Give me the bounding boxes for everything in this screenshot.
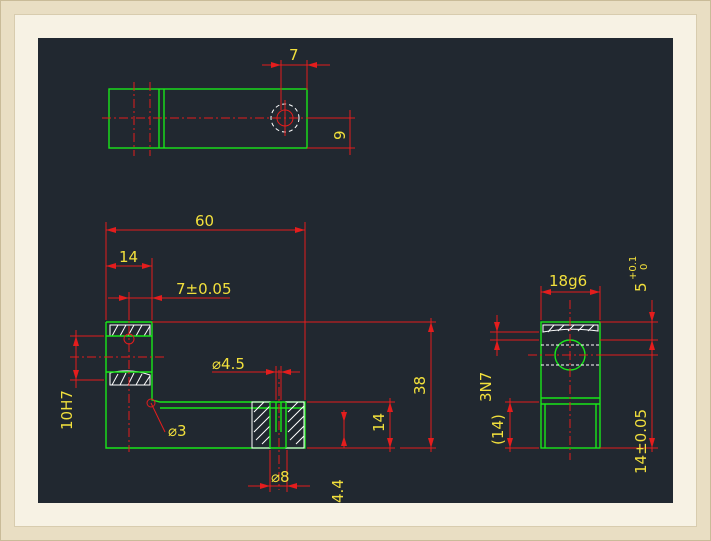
- front-view-fillet: [146, 398, 156, 408]
- dim-side-tol-lower: 0: [639, 264, 650, 270]
- dimension-arrow: [152, 295, 162, 301]
- dim-front-base-height: 14: [370, 413, 388, 432]
- front-view: 60 14 7±0.05 10H7 ⌀3 ⌀4.5: [58, 212, 436, 503]
- dimension-arrow: [119, 295, 129, 301]
- dim-front-length: 60: [195, 212, 214, 230]
- dimension-arrow: [428, 438, 434, 448]
- dimension-arrow: [649, 312, 655, 322]
- dim-top-height: 9: [331, 130, 349, 140]
- dim-front-slot-fit: 10H7: [58, 390, 76, 430]
- dimension-arrow: [387, 402, 393, 412]
- cad-drawing: 7 9 60: [58, 46, 658, 503]
- section-hatch: [542, 324, 599, 333]
- dimension-arrow: [266, 369, 276, 375]
- dimension-arrow: [649, 340, 655, 350]
- dimension-arrow: [106, 263, 116, 269]
- dimension-arrow: [507, 402, 513, 412]
- dim-side-height: 14±0.05: [632, 409, 650, 474]
- dimension-arrow: [287, 483, 297, 489]
- section-hatch: [253, 401, 305, 445]
- dim-side-tol-upper: +0.1: [628, 256, 639, 280]
- dimension-arrow: [428, 322, 434, 332]
- top-view: 7 9: [102, 46, 355, 156]
- dimension-arrow: [142, 263, 152, 269]
- dimension-arrow: [341, 436, 347, 446]
- side-view: 18g6 5 +0.1 0 14±0.05 3N7 (14): [477, 256, 658, 474]
- dimension-arrow: [494, 322, 500, 332]
- dimension-arrow: [507, 438, 513, 448]
- dimension-arrow: [494, 340, 500, 350]
- dim-side-tol-base: 5: [632, 282, 650, 292]
- dim-front-bottom: 4.4: [329, 479, 347, 503]
- dimension-arrow: [106, 227, 116, 233]
- section-hatch: [111, 372, 151, 386]
- dim-side-width: 18g6: [549, 272, 587, 290]
- dimension-arrow: [271, 62, 281, 68]
- dimension-arrow: [307, 62, 317, 68]
- dimension-arrow: [260, 483, 270, 489]
- section-hatch: [111, 324, 151, 337]
- dim-front-fillet: ⌀3: [168, 422, 187, 440]
- section-hatch: [251, 401, 305, 449]
- dim-front-hole-dia: ⌀4.5: [212, 355, 245, 373]
- leader-line: [150, 402, 166, 433]
- dim-top-width: 7: [289, 46, 299, 64]
- dimension-arrow: [387, 438, 393, 448]
- dimension-arrow: [649, 438, 655, 448]
- cad-canvas[interactable]: 7 9 60: [38, 38, 673, 503]
- dim-side-ref: (14): [489, 414, 507, 445]
- dimension-arrow: [341, 412, 347, 422]
- dim-side-bore-fit: 3N7: [477, 372, 495, 402]
- dim-front-hole-pos: 7±0.05: [176, 280, 232, 298]
- dimension-arrow: [281, 369, 291, 375]
- dim-front-counterbore: ⌀8: [271, 468, 290, 486]
- dimension-arrow: [73, 336, 79, 346]
- dim-front-total-height: 38: [411, 376, 429, 395]
- dimension-arrow: [73, 370, 79, 380]
- front-view-outline: [105, 321, 306, 449]
- dimension-arrow: [295, 227, 305, 233]
- dimension-arrow: [541, 289, 551, 295]
- section-hatch: [547, 324, 595, 333]
- dim-front-slot: 14: [119, 248, 138, 266]
- dimension-arrow: [590, 289, 600, 295]
